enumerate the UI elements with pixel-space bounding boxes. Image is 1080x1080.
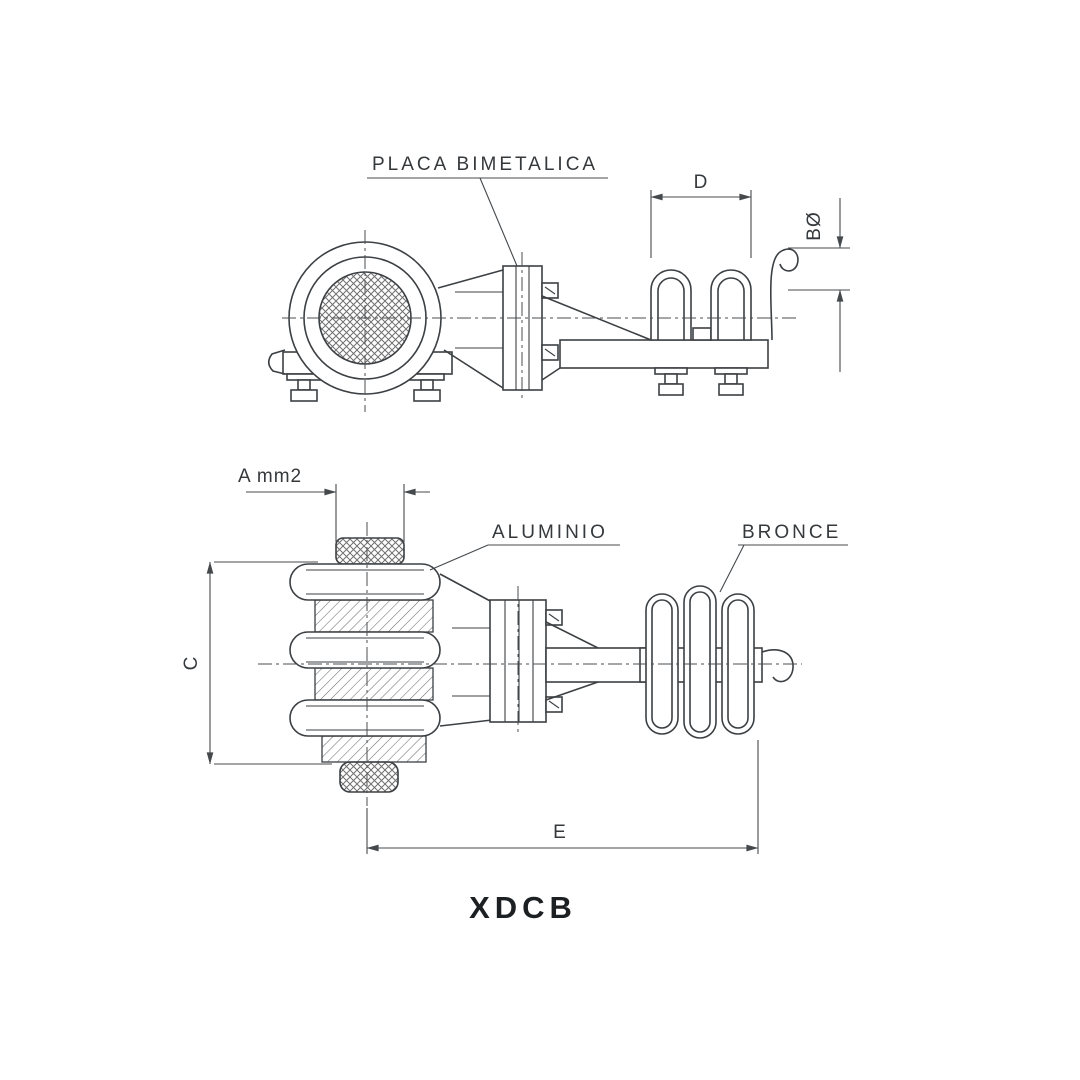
dimension-d: D: [650, 172, 752, 258]
top-taper: [437, 269, 504, 389]
dim-label-c: C: [181, 656, 202, 671]
dimension-b-diameter: BØ: [788, 198, 850, 372]
cable-stub-bottom: [339, 761, 399, 793]
cable-row-3: [321, 735, 427, 763]
callout-placa-bimetalica: PLACA BIMETALICA: [367, 154, 608, 267]
dimension-c: C: [181, 561, 332, 765]
drawing-title: XDCB: [469, 890, 577, 925]
dim-label-e: E: [553, 822, 567, 843]
cable-stub-top: [335, 537, 405, 565]
clamp-plate-3: [289, 699, 441, 737]
label-placa-bimetalica: PLACA BIMETALICA: [372, 154, 598, 175]
cable-row-1: [314, 599, 434, 633]
clamp-plate-1: [289, 563, 441, 601]
callout-aluminio: ALUMINIO: [429, 522, 620, 571]
label-bronce: BRONCE: [742, 522, 841, 543]
bronze-lugs-top: [650, 269, 752, 341]
dimension-a-mm2: A mm2: [238, 466, 430, 542]
clamp-bolts: [286, 373, 445, 402]
aluminum-clamp-stack: [289, 537, 441, 793]
dim-label-d: D: [694, 172, 709, 193]
terminal-bolts-top: [654, 367, 748, 396]
bottom-taper: [439, 573, 493, 727]
dim-label-a-mm2: A mm2: [238, 466, 302, 487]
dim-label-b-diameter: BØ: [804, 211, 825, 240]
clamp-plate-2: [289, 631, 441, 669]
dimension-e: E: [366, 740, 759, 854]
bottom-view-centerlines: [258, 522, 802, 806]
top-view-centerlines: [282, 230, 800, 412]
bottom-view: A mm2 C E ALUMINIO BRONCE: [181, 466, 848, 854]
pigtail-top: [769, 248, 799, 341]
top-view: D BØ PLACA BIMETALICA: [267, 154, 850, 412]
cable-row-2: [314, 667, 434, 701]
pigtail-bottom: [761, 649, 794, 683]
base-ear: [267, 349, 286, 375]
label-aluminio: ALUMINIO: [492, 522, 608, 543]
callout-bronce: BRONCE: [719, 522, 848, 593]
bronze-connector: [645, 585, 755, 739]
bimetallic-plate-top: [502, 265, 559, 391]
